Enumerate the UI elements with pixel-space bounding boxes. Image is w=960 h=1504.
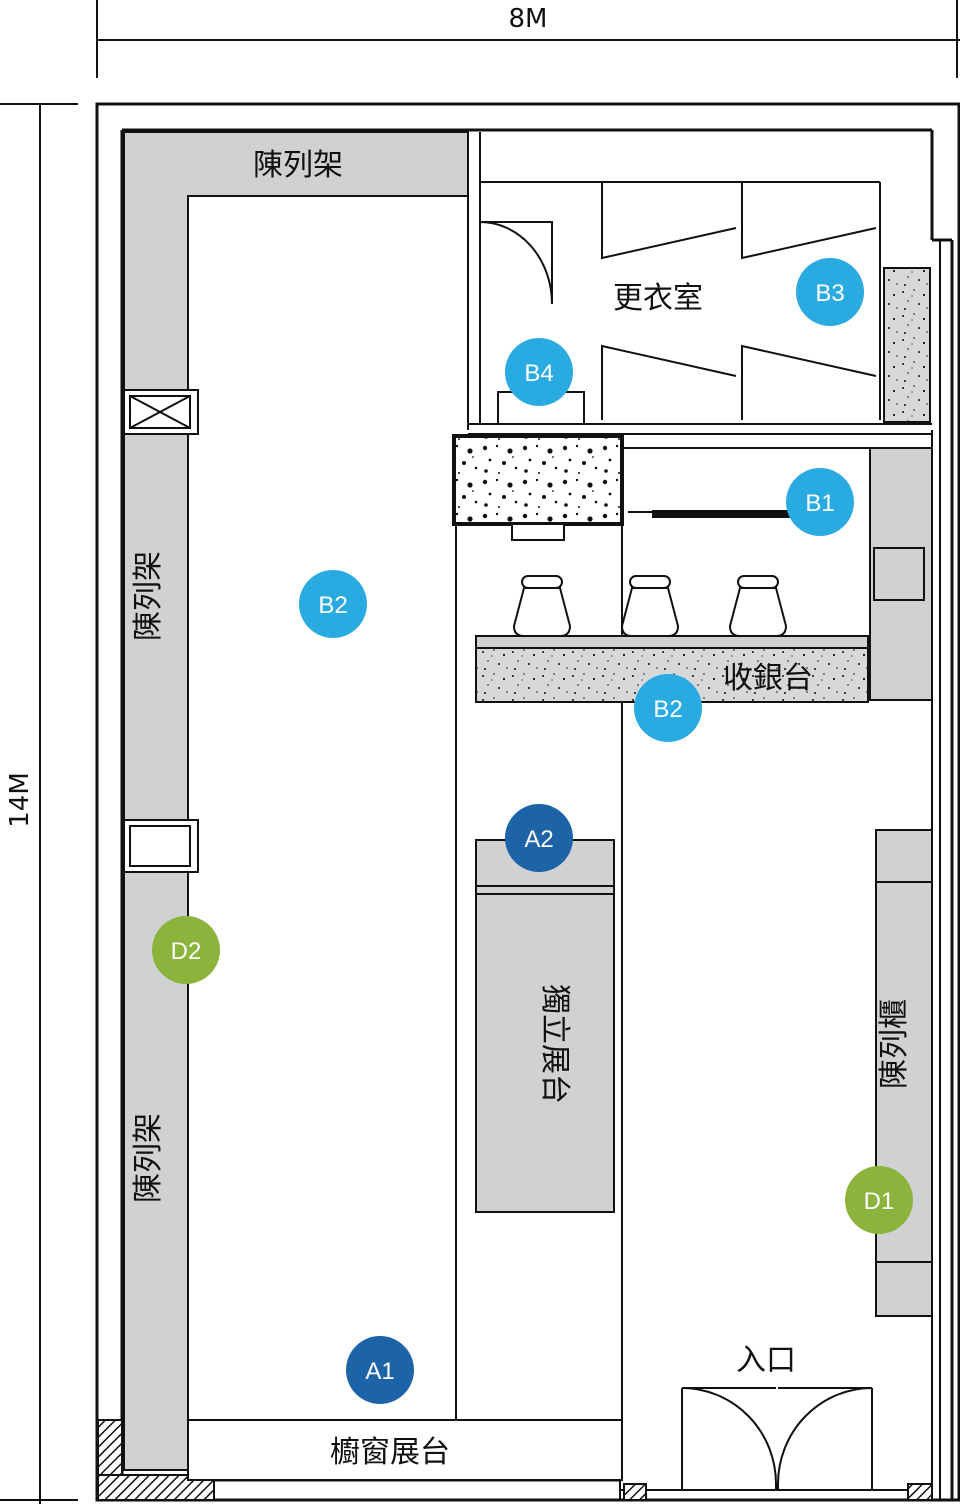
width-dimension: 8M <box>96 0 960 78</box>
height-dimension: 14M <box>0 103 78 1504</box>
left-display-shelf <box>123 131 469 1471</box>
marker-a1: A1 <box>346 1336 414 1404</box>
top-shelf-label: 陳列架 <box>253 148 343 183</box>
pillar-small-1 <box>623 1483 647 1501</box>
fitting-room <box>467 132 932 435</box>
left-shelf-upper-label: 陳列架 <box>131 551 166 641</box>
width-label: 8M <box>509 4 548 34</box>
island-display <box>475 839 615 1213</box>
stool-2 <box>620 575 680 637</box>
right-display-cabinet <box>875 829 933 1317</box>
svg-text:B3: B3 <box>815 280 844 307</box>
right-cabinet-label: 陳列櫃 <box>877 999 912 1089</box>
svg-text:A1: A1 <box>365 1358 394 1385</box>
stool-1 <box>512 575 572 637</box>
marker-d1: D1 <box>845 1166 913 1234</box>
svg-text:B4: B4 <box>524 360 553 387</box>
marker-a2: A2 <box>505 804 573 872</box>
window-display-label: 櫥窗展台 <box>330 1435 450 1470</box>
window-display <box>187 1419 623 1481</box>
svg-text:D2: D2 <box>171 938 202 965</box>
svg-text:B1: B1 <box>805 490 834 517</box>
marker-b2-cashier: B2 <box>634 674 702 742</box>
entrance-label: 入口 <box>736 1343 796 1378</box>
svg-text:D1: D1 <box>864 1188 895 1215</box>
marker-b1: B1 <box>786 468 854 536</box>
stool-3 <box>728 575 788 637</box>
pillar-small-2 <box>907 1483 933 1501</box>
wall-box-fixture <box>123 819 199 873</box>
island-display-label: 獨立展台 <box>537 984 572 1104</box>
entrance-doors <box>681 1387 873 1490</box>
marker-b4: B4 <box>505 338 573 406</box>
marker-b3: B3 <box>796 258 864 326</box>
svg-text:B2: B2 <box>653 696 682 723</box>
svg-text:A2: A2 <box>524 826 553 853</box>
left-shelf-lower-label: 陳列架 <box>131 1113 166 1203</box>
marker-d2: D2 <box>152 916 220 984</box>
crossed-box-fixture <box>123 389 199 435</box>
marker-b2-sales-floor: B2 <box>299 570 367 638</box>
svg-text:B2: B2 <box>318 592 347 619</box>
cashier-label: 收銀台 <box>723 661 813 696</box>
height-label: 14M <box>5 772 35 828</box>
fitting-room-label: 更衣室 <box>613 281 703 316</box>
